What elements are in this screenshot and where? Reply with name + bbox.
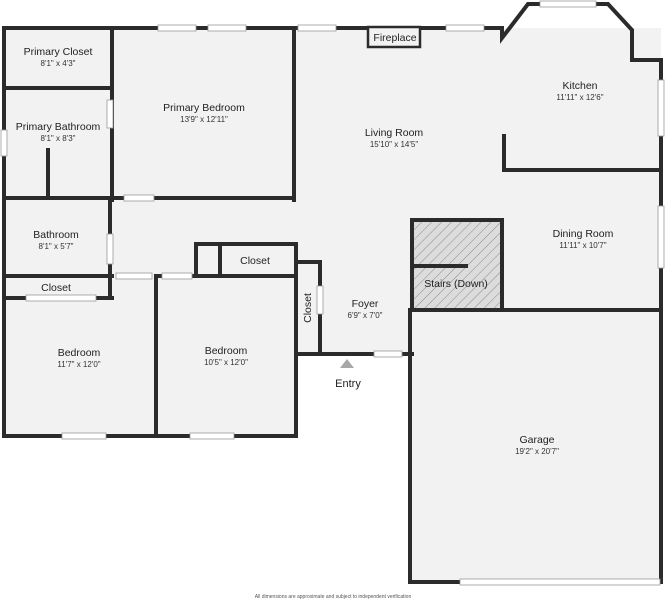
entry-label: Entry bbox=[335, 378, 361, 390]
primary-closet-dims: 8'1" x 4'3" bbox=[41, 59, 76, 68]
windows bbox=[0, 0, 665, 586]
bedroom-mid-name: Bedroom bbox=[205, 345, 248, 357]
entry-marker-icon bbox=[340, 359, 354, 368]
garage-name: Garage bbox=[519, 434, 554, 446]
bathroom-dims: 8'1" x 5'7" bbox=[39, 242, 74, 251]
foyer-closet-name: Closet bbox=[302, 293, 314, 323]
dining-room-name: Dining Room bbox=[553, 228, 614, 240]
bathroom-name: Bathroom bbox=[33, 229, 79, 241]
fireplace-box bbox=[366, 25, 422, 49]
kitchen-name: Kitchen bbox=[562, 80, 597, 92]
foyer-name: Foyer bbox=[352, 298, 379, 310]
primary-bathroom-name: Primary Bathroom bbox=[16, 121, 101, 133]
dining-room-dims: 11'11" x 10'7" bbox=[559, 241, 606, 250]
floor-areas bbox=[4, 28, 661, 582]
hall-closet-name: Closet bbox=[240, 255, 270, 267]
living-room-dims: 15'10" x 14'5" bbox=[370, 140, 418, 149]
bedroom-mid-dims: 10'5" x 12'0" bbox=[204, 358, 248, 367]
living-room-name: Living Room bbox=[365, 127, 424, 139]
primary-bathroom-dims: 8'1" x 8'3" bbox=[41, 134, 76, 143]
primary-closet-name: Primary Closet bbox=[24, 46, 93, 58]
disclaimer-text: All dimensions are approximate and subje… bbox=[255, 594, 412, 600]
walls bbox=[2, 1, 663, 584]
fireplace-label: Fireplace bbox=[373, 32, 416, 44]
bedroom-left-dims: 11'7" x 12'0" bbox=[57, 360, 100, 369]
room-labels: Primary Closet 8'1" x 4'3" Primary Bathr… bbox=[16, 32, 614, 600]
primary-bedroom-dims: 13'9" x 12'11" bbox=[180, 115, 228, 124]
bedroom-left-name: Bedroom bbox=[58, 347, 101, 359]
left-closet-name: Closet bbox=[41, 282, 71, 294]
foyer-dims: 6'9" x 7'0" bbox=[348, 311, 383, 320]
kitchen-dims: 11'11" x 12'6" bbox=[556, 93, 603, 102]
primary-bedroom-name: Primary Bedroom bbox=[163, 102, 245, 114]
garage-dims: 19'2" x 20'7" bbox=[515, 447, 559, 456]
stairs-name: Stairs (Down) bbox=[424, 278, 488, 290]
